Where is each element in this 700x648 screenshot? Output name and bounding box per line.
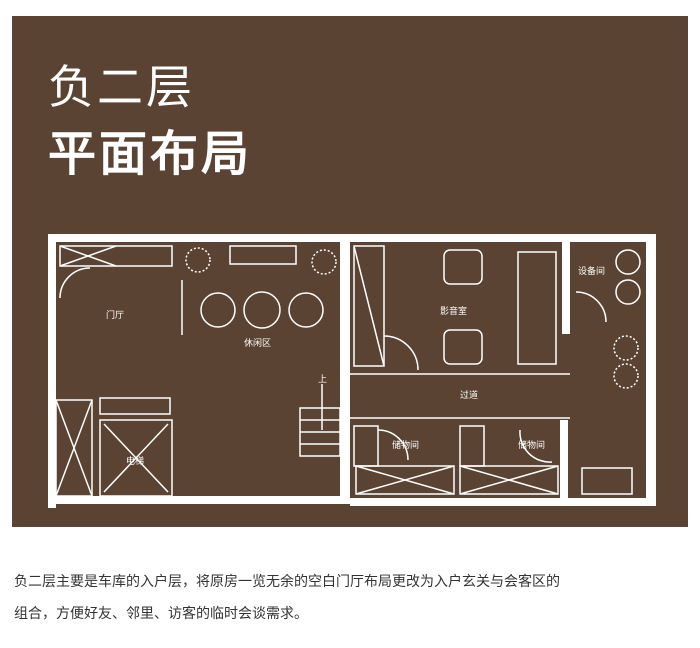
room-label-equipment: 设备间 xyxy=(578,265,605,277)
room-label-elevator: 电梯 xyxy=(126,455,144,467)
room-label-lounge: 休闲区 xyxy=(244,337,271,349)
description-line-2: 组合，方便好友、邻里、访客的临时会谈需求。 xyxy=(14,606,308,622)
room-label-theater: 影音室 xyxy=(440,305,467,317)
room-label-corridor: 过道 xyxy=(460,389,478,401)
description-line-1: 负二层主要是车库的入户层，将原房一览无余的空白门厅布局更改为入户玄关与会客区的 xyxy=(14,574,560,590)
title-layout: 平面布局 xyxy=(48,126,253,182)
title-floor: 负二层 xyxy=(48,60,195,114)
room-label-storage-right: 储物间 xyxy=(518,439,545,451)
room-label-foyer: 门厅 xyxy=(106,309,124,321)
description-text: 负二层主要是车库的入户层，将原房一览无余的空白门厅布局更改为入户玄关与会客区的 … xyxy=(14,566,690,630)
stairs-up-label: 上 xyxy=(318,374,327,385)
room-label-storage-left: 储物间 xyxy=(392,439,419,451)
